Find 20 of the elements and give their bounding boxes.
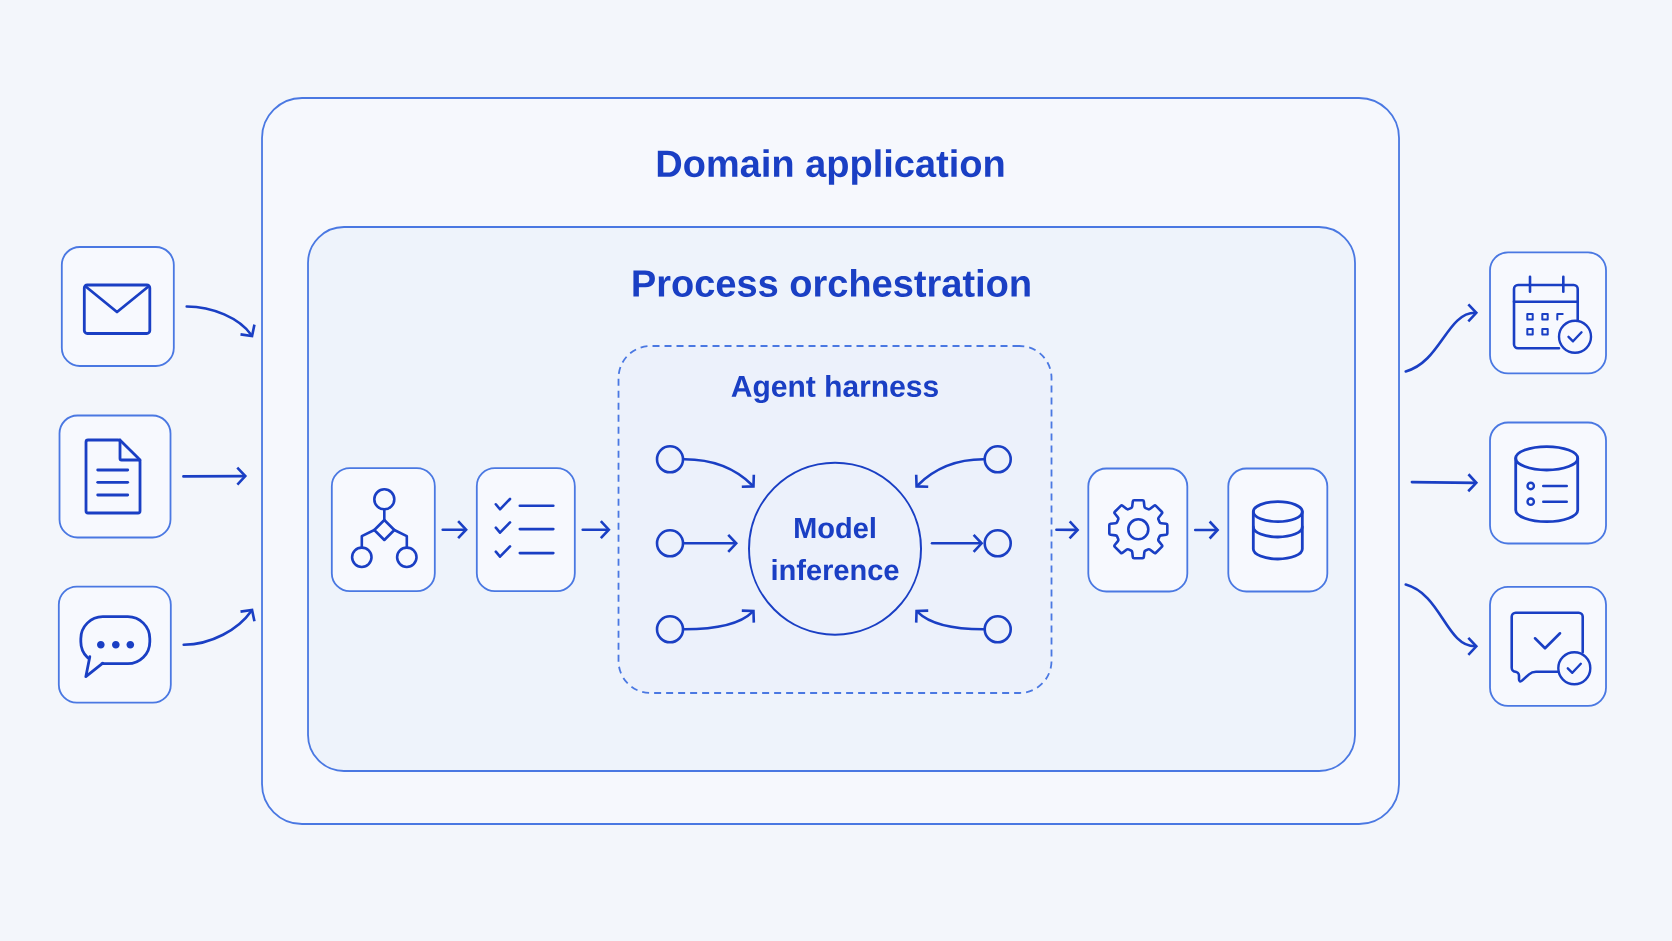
arrow (1055, 520, 1080, 540)
curved-arrow (683, 457, 756, 489)
arrow (441, 520, 468, 540)
arrow (1193, 520, 1220, 540)
curved-arrow (1404, 303, 1479, 373)
curved-arrow (683, 609, 756, 631)
curved-arrow (182, 608, 256, 646)
arrow (683, 533, 738, 553)
arrow (930, 533, 984, 553)
curved-arrow (1404, 583, 1479, 656)
arrow (182, 466, 248, 486)
curved-arrow (185, 305, 256, 338)
arrow (581, 520, 611, 540)
small-circle (655, 615, 685, 644)
curved-arrow (914, 609, 985, 631)
small-circle (655, 529, 685, 558)
arrow (1410, 473, 1479, 493)
small-circle (655, 444, 685, 474)
curved-arrow (914, 457, 985, 489)
circle-node: Model inference (748, 461, 922, 636)
